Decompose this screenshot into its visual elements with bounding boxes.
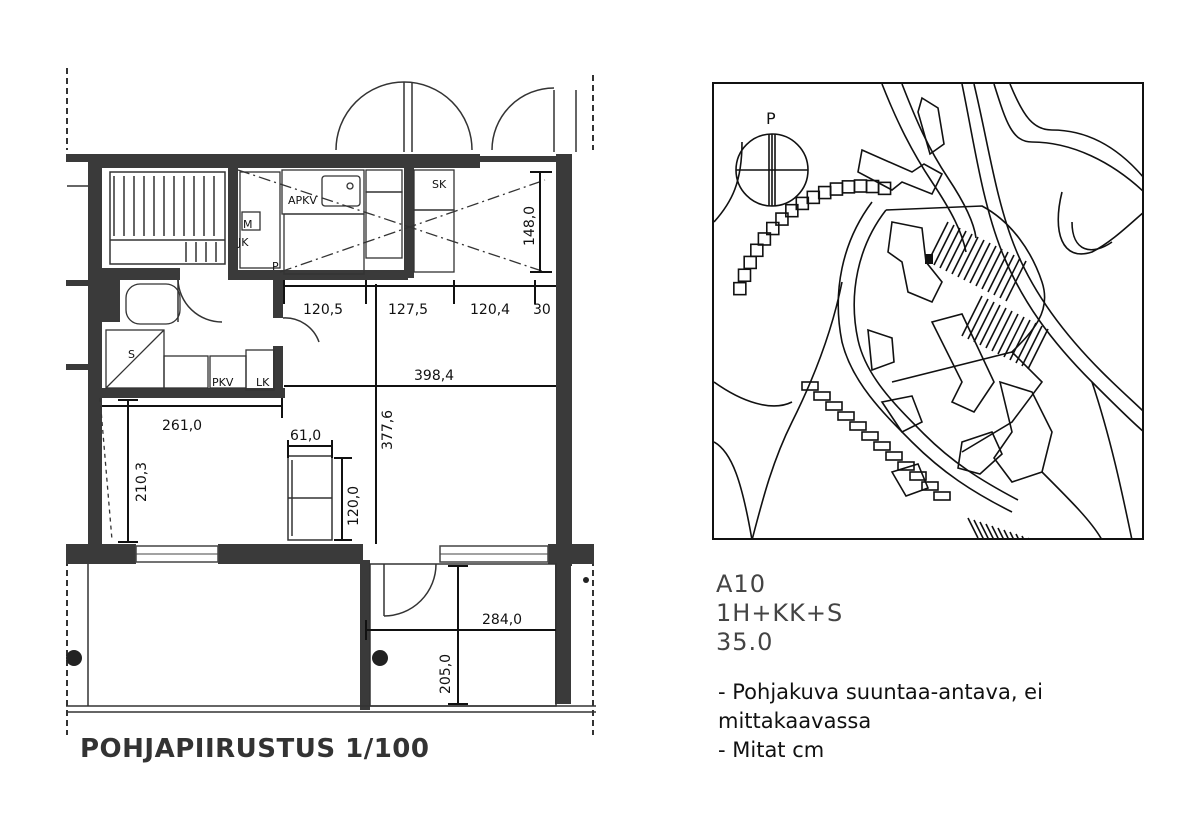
wardrobe: [287, 455, 333, 541]
dim-377-6: 377,6: [380, 410, 396, 450]
apartment-marker: [925, 254, 933, 264]
notes: - Pohjakuva suuntaa-antava, ei mittakaav…: [718, 678, 1158, 765]
dim-284-0: 284,0: [482, 612, 522, 628]
label-p: P: [272, 260, 279, 273]
apartment-area: 35.0: [716, 628, 774, 656]
dim-120-5: 120,5: [303, 302, 343, 318]
interior-walls: [100, 166, 571, 710]
apartment-code: A10: [716, 570, 766, 598]
dim-261-0: 261,0: [162, 418, 202, 434]
note-disclaimer: - Pohjakuva suuntaa-antava, ei mittakaav…: [718, 680, 1043, 733]
dim-398-4: 398,4: [414, 368, 454, 384]
floor-plan: 120,5 127,5 120,4 30 148,0 398,4 261,0 6…: [66, 68, 596, 735]
dim-210-3: 210,3: [134, 462, 150, 502]
dim-120-4: 120,4: [470, 302, 510, 318]
dim-205-0: 205,0: [438, 654, 454, 694]
label-jk: JK: [237, 236, 249, 249]
bathroom: [105, 283, 275, 391]
dimension-lines: [102, 171, 556, 705]
stairs: [109, 171, 226, 265]
site-map: P: [712, 82, 1144, 540]
dim-30: 30: [533, 302, 551, 318]
north-label: P: [766, 109, 776, 128]
dim-61-0: 61,0: [290, 428, 321, 444]
exterior-walls: [66, 154, 594, 566]
north-arrow-icon: P: [735, 109, 809, 207]
label-s: S: [128, 348, 135, 361]
apartment-info: A10 1H+KK+S 35.0: [716, 570, 843, 657]
label-sk: SK: [432, 178, 447, 191]
label-lk: LK: [256, 376, 270, 389]
note-units: - Mitat cm: [718, 738, 825, 762]
dim-148-0: 148,0: [522, 206, 538, 246]
label-apkv: APKV: [288, 194, 317, 207]
label-m: M: [243, 218, 253, 231]
floor-plan-title: POHJAPIIRUSTUS 1/100: [80, 734, 430, 764]
dim-127-5: 127,5: [388, 302, 428, 318]
apartment-type: 1H+KK+S: [716, 599, 844, 627]
dim-120-0: 120,0: [346, 486, 362, 526]
label-pkv: PKV: [212, 376, 234, 389]
drain-markers: [66, 577, 589, 666]
kitchen: [99, 169, 546, 541]
